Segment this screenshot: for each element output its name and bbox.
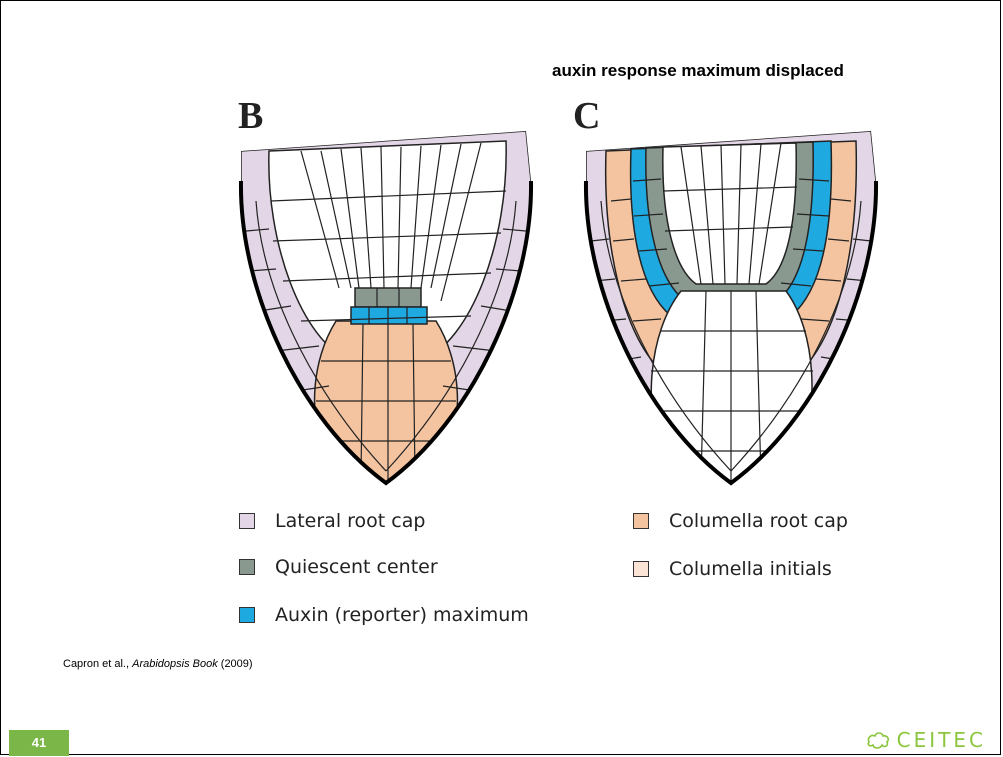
root-diagram-b [241, 131, 531, 483]
legend-label: Columella root cap [669, 510, 848, 532]
legend-label: Lateral root cap [275, 510, 425, 532]
legend-item-lateral-root-cap: Lateral root cap [239, 510, 425, 532]
columella-root-cap-b [315, 321, 458, 483]
legend-item-auxin-maximum: Auxin (reporter) maximum [239, 604, 529, 626]
ceitec-logo-text: CEITEC [897, 728, 986, 752]
legend-swatch [633, 513, 649, 529]
ceitec-logo-icon [865, 730, 891, 750]
citation-year: (2009) [221, 658, 253, 670]
citation-source: Arabidopsis Book [132, 658, 218, 670]
legend-item-columella-initials: Columella initials [633, 558, 832, 580]
citation: Capron et al., Arabidopsis Book (2009) [63, 658, 253, 670]
citation-authors: Capron et al., [63, 658, 129, 670]
legend-swatch [239, 513, 255, 529]
legend-label: Auxin (reporter) maximum [275, 604, 529, 626]
legend-item-quiescent-center: Quiescent center [239, 556, 438, 578]
root-diagram-c [586, 131, 876, 483]
ceitec-logo: CEITEC [865, 728, 986, 752]
legend-swatch [239, 607, 255, 623]
auxin-maximum-b [351, 307, 427, 324]
legend-swatch [633, 561, 649, 577]
columella-tissue-c [651, 291, 812, 483]
legend-item-columella-root-cap: Columella root cap [633, 510, 848, 532]
root-diagrams [1, 1, 1002, 501]
root-tissue-c [663, 143, 796, 284]
legend-label: Quiescent center [275, 556, 438, 578]
legend-swatch [239, 559, 255, 575]
legend-label: Columella initials [669, 558, 832, 580]
quiescent-center-b [355, 288, 421, 307]
page-number: 41 [9, 730, 69, 756]
